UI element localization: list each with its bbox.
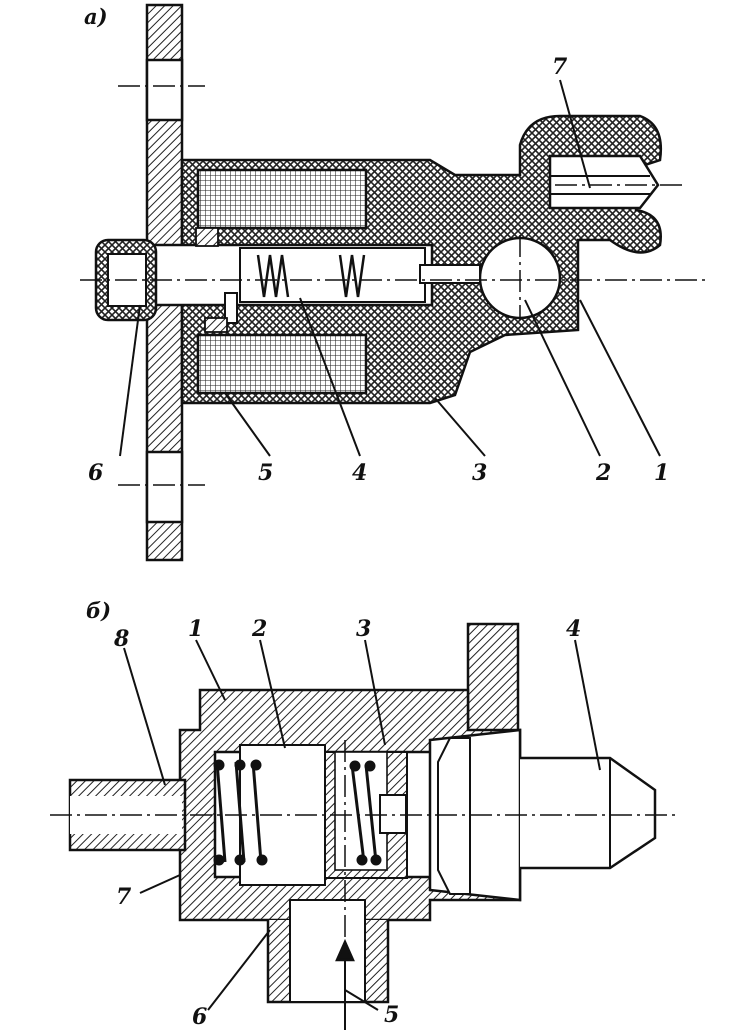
nut (379, 794, 407, 834)
callout-b-7: 7 (116, 884, 132, 910)
callout-a-3: 3 (472, 460, 488, 486)
callout-a-4: 4 (352, 460, 368, 486)
callout-b-4: 4 (566, 616, 582, 642)
coil-bottom (196, 333, 368, 395)
callout-b-5: 5 (384, 1002, 400, 1028)
callout-a-5: 5 (258, 460, 274, 486)
panel-b-drawing (50, 622, 680, 1030)
callout-a-2: 2 (596, 460, 612, 486)
flange (466, 622, 520, 741)
callout-b-1: 1 (188, 616, 204, 642)
spring-a4 (256, 254, 366, 298)
callout-b-6: 6 (192, 1004, 208, 1030)
spring-b-left (213, 759, 268, 866)
callout-a-1: 1 (654, 460, 670, 486)
coil-top (196, 168, 368, 230)
plunger (520, 756, 657, 870)
callout-b-2: 2 (252, 616, 268, 642)
spring-b-right (349, 760, 382, 866)
panel-a-drawing (80, 3, 708, 562)
callout-b-3: 3 (356, 616, 372, 642)
callout-a-7: 7 (552, 54, 568, 80)
panel-a-letter: а) (84, 4, 108, 29)
callout-a-6: 6 (88, 460, 104, 486)
panel-b-letter: б) (86, 598, 112, 623)
callout-b-8: 8 (114, 626, 130, 652)
